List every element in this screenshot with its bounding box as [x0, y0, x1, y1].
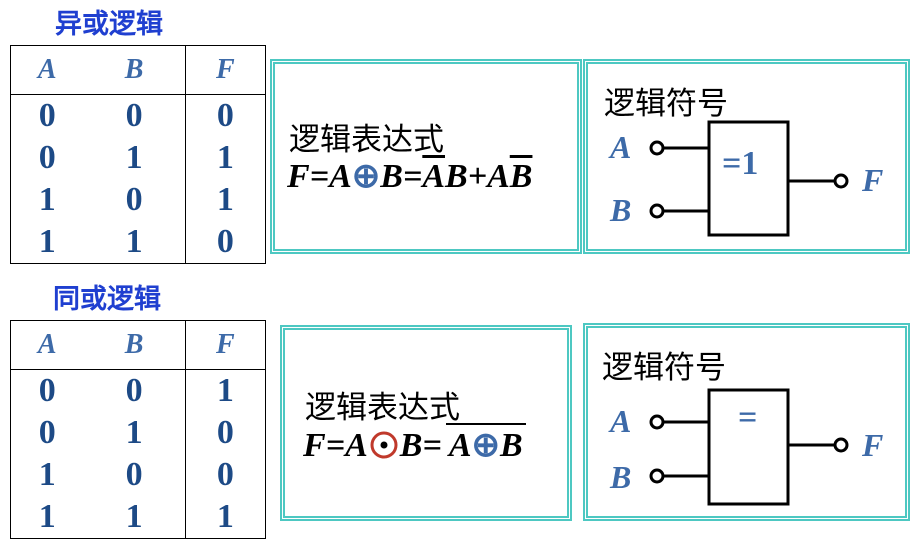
xnor-operator-icon	[370, 431, 398, 459]
table-cell: 1	[125, 498, 143, 535]
expr-term: A	[329, 158, 352, 195]
table-row: 0 1 0	[9, 412, 267, 454]
gate-function-mark: =	[738, 399, 757, 436]
table-cell: 1	[184, 179, 267, 221]
table-cell: 0	[184, 94, 267, 137]
table-row: 1 1 1	[9, 496, 267, 539]
input-terminal-a	[649, 140, 665, 156]
table-cell: 0	[184, 454, 267, 496]
column-header-a: A	[9, 45, 84, 95]
xor-title: 异或逻辑	[55, 9, 163, 40]
gate-input-a-label: A	[608, 403, 631, 439]
table-row: 0 0 0	[9, 94, 267, 137]
gate-output-label: F	[861, 162, 883, 198]
table-cell: 1	[9, 179, 84, 221]
table-header-row: A B F	[9, 320, 267, 370]
xor-expression-box: 逻辑表达式 F=A⊕B=AB+AB	[270, 59, 582, 254]
column-header-f: F	[184, 320, 267, 370]
expr-term: A	[487, 158, 510, 195]
table-cell: 1	[9, 496, 84, 539]
xor-operator-icon: ⊕	[351, 158, 381, 195]
xnor-truth-table: A B F 0 0 1 0 1 0 1 0 0 1 1 1	[9, 320, 267, 539]
input-terminal-b	[649, 468, 665, 484]
symbol-label: 逻辑符号	[602, 350, 726, 386]
negation-bar: A⊕B	[445, 423, 526, 465]
expr-term: B	[380, 158, 403, 195]
input-terminal-b	[649, 203, 665, 219]
gate-body	[707, 120, 790, 237]
table-cell: 1	[9, 221, 84, 264]
expr-term: =	[402, 158, 423, 195]
expr-term: F	[303, 427, 326, 464]
table-header-row: A B F	[9, 45, 267, 95]
expr-term: A	[345, 427, 368, 464]
table-row: 1 1 0	[9, 221, 267, 264]
column-header-a: A	[9, 320, 84, 370]
column-header-b: B	[83, 320, 186, 370]
table-cell: 0	[9, 137, 84, 179]
table-cell: 0	[125, 372, 143, 409]
table-cell: 1	[125, 414, 143, 451]
xor-truth-table: A B F 0 0 0 0 1 1 1 0 1 1 1 0	[9, 45, 267, 264]
table-cell: 0	[9, 369, 84, 412]
expr-term: +	[467, 158, 488, 195]
xnor-title: 同或逻辑	[53, 284, 161, 315]
expr-term-negated: B	[509, 158, 533, 195]
xor-symbol-box: 逻辑符号 A B F =1	[583, 59, 910, 254]
xnor-symbol-box: 逻辑符号 A B F =	[583, 323, 910, 521]
column-header-f: F	[184, 45, 267, 95]
table-cell: 0	[125, 181, 143, 218]
xor-gate-symbol: A B F =1	[608, 120, 883, 237]
expr-term: F	[287, 158, 310, 195]
table-cell: 0	[125, 456, 143, 493]
table-cell: 0	[184, 221, 267, 264]
gate-body	[707, 388, 790, 506]
table-row: 0 0 1	[9, 369, 267, 412]
output-terminal	[833, 173, 849, 189]
output-terminal	[833, 437, 849, 453]
expression-label: 逻辑表达式	[289, 122, 444, 158]
xnor-gate-symbol: A B F =	[608, 388, 883, 506]
gate-output-label: F	[861, 427, 883, 463]
expression-label: 逻辑表达式	[305, 390, 460, 426]
table-row: 1 0 0	[9, 454, 267, 496]
table-cell: 0	[184, 412, 267, 454]
table-cell: 0	[9, 94, 84, 137]
gate-input-b-label: B	[609, 192, 631, 228]
expr-term: =	[325, 427, 346, 464]
table-cell: 1	[125, 139, 143, 176]
table-cell: 1	[184, 369, 267, 412]
input-terminal-a	[649, 414, 665, 430]
gate-input-a-label: A	[608, 129, 631, 165]
xor-expression: F=A⊕B=AB+AB	[287, 156, 532, 196]
column-header-b: B	[83, 45, 186, 95]
expr-term: B	[445, 158, 468, 195]
table-row: 0 1 1	[9, 137, 267, 179]
gate-function-mark: =1	[722, 145, 758, 182]
table-cell: 0	[125, 97, 143, 134]
expr-term: =	[309, 158, 330, 195]
table-cell: 1	[125, 223, 143, 260]
xor-operator-icon: ⊕	[471, 427, 501, 464]
table-row: 1 0 1	[9, 179, 267, 221]
table-cell: 0	[9, 412, 84, 454]
gate-input-b-label: B	[609, 459, 631, 495]
symbol-label: 逻辑符号	[604, 86, 728, 122]
expr-term: B	[500, 427, 523, 464]
table-cell: 1	[184, 137, 267, 179]
expr-term: A	[448, 427, 472, 464]
expr-term: B	[399, 427, 423, 464]
table-cell: 1	[9, 454, 84, 496]
table-cell: 1	[184, 496, 267, 539]
expr-term: =	[422, 427, 442, 464]
expr-term-negated: A	[422, 158, 445, 195]
